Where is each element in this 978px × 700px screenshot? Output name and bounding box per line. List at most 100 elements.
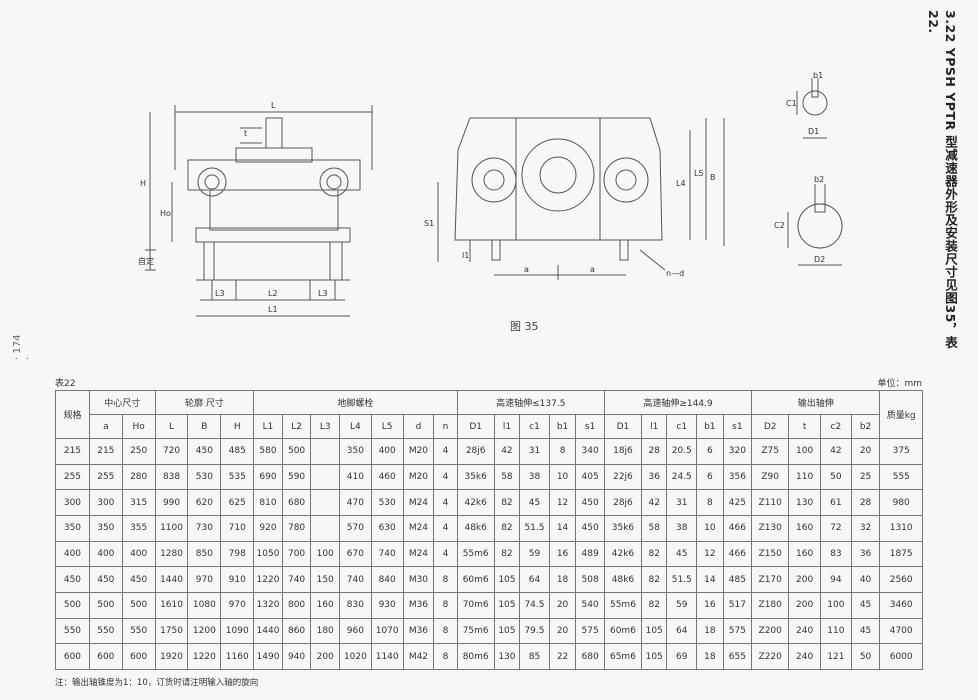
column-header: b1 bbox=[696, 414, 724, 439]
table-label: 表22 bbox=[55, 379, 76, 389]
table-cell: Z75 bbox=[751, 438, 790, 465]
table-cell: 100 bbox=[788, 438, 822, 465]
column-header: L1 bbox=[253, 414, 283, 439]
table-cell: 64 bbox=[666, 617, 698, 645]
table-cell: 12 bbox=[696, 540, 724, 568]
table-cell: 340 bbox=[575, 438, 605, 465]
dim-C2: C2 bbox=[774, 221, 785, 230]
table-cell: 690 bbox=[253, 463, 283, 491]
table-cell: 500 bbox=[121, 591, 156, 619]
table-cell: 355 bbox=[121, 514, 156, 542]
table-cell: 740 bbox=[370, 540, 404, 568]
table-cell: 61 bbox=[820, 489, 852, 516]
table-cell: 12 bbox=[548, 489, 577, 516]
table-cell: 1070 bbox=[370, 617, 404, 645]
spec-cell: 450 bbox=[55, 566, 90, 593]
dim-D2: D2 bbox=[814, 255, 825, 264]
table-cell: 45 bbox=[850, 617, 881, 645]
table-cell: 450 bbox=[121, 566, 156, 593]
spec-cell: 215 bbox=[55, 438, 90, 465]
input-shaft-section bbox=[796, 78, 828, 139]
table-cell: 40 bbox=[850, 566, 881, 593]
front-view bbox=[145, 105, 373, 317]
table-cell: 200 bbox=[310, 643, 340, 670]
dim-B: B bbox=[710, 173, 716, 182]
table-cell: 320 bbox=[722, 438, 753, 465]
column-header: Ho bbox=[121, 414, 156, 439]
table-cell: 500 bbox=[281, 438, 312, 465]
figure-caption: 图 35 bbox=[510, 320, 539, 333]
table-cell: 85 bbox=[519, 643, 550, 670]
table-cell: 630 bbox=[370, 514, 404, 542]
group-out: 输出轴伸 bbox=[751, 390, 881, 415]
table-cell: 800 bbox=[281, 591, 312, 619]
table-cell: 4 bbox=[433, 514, 458, 542]
table-cell: 798 bbox=[220, 540, 255, 568]
table-cell: 8 bbox=[433, 643, 458, 670]
table-cell: 850 bbox=[187, 540, 222, 568]
table-cell: 82 bbox=[640, 566, 668, 593]
table-cell: 740 bbox=[281, 566, 312, 593]
table-cell: 720 bbox=[154, 438, 189, 465]
column-header: L4 bbox=[339, 414, 372, 439]
table-cell: 45 bbox=[666, 540, 698, 568]
table-cell: 250 bbox=[121, 438, 156, 465]
dim-D1: D1 bbox=[808, 127, 819, 136]
table-cell: 1310 bbox=[879, 514, 923, 542]
table-cell: 18 bbox=[696, 643, 724, 670]
dim-S1: S1 bbox=[424, 219, 434, 228]
table-cell: 920 bbox=[253, 514, 283, 542]
table-cell: 42 bbox=[820, 438, 852, 465]
dim-C1: C1 bbox=[786, 99, 797, 108]
table-cell: 24.5 bbox=[666, 463, 698, 491]
table-cell: 42 bbox=[640, 489, 668, 516]
table-cell: 35k6 bbox=[456, 463, 495, 491]
column-header: b2 bbox=[850, 414, 881, 439]
table-cell: 58 bbox=[640, 514, 668, 542]
table-cell: 1440 bbox=[154, 566, 189, 593]
spec-table: 规格 中心尺寸 轮廓 尺寸 地脚螺栓 高速轴伸≤137.5 高速轴伸≥144.9… bbox=[55, 390, 923, 670]
table-cell: 740 bbox=[339, 566, 372, 593]
table-cell: 4 bbox=[433, 463, 458, 491]
table-cell: 680 bbox=[575, 643, 605, 670]
group-foot: 地脚螺栓 bbox=[253, 390, 458, 415]
table-cell: 180 bbox=[310, 617, 340, 645]
table-cell: 1020 bbox=[339, 643, 372, 670]
dim-L3b: L3 bbox=[318, 289, 328, 298]
table-cell: 3460 bbox=[879, 591, 923, 619]
spec-cell: 500 bbox=[55, 591, 90, 619]
table-cell: 425 bbox=[722, 489, 753, 516]
table-cell: 1440 bbox=[253, 617, 283, 645]
table-cell: M20 bbox=[402, 463, 435, 491]
column-header: d bbox=[402, 414, 435, 439]
table-cell: 59 bbox=[666, 591, 698, 619]
table-cell: 1080 bbox=[187, 591, 222, 619]
table-cell: 72 bbox=[820, 514, 852, 542]
table-cell: 470 bbox=[339, 489, 372, 516]
table-cell: 350 bbox=[339, 438, 372, 465]
table-cell: 485 bbox=[722, 566, 753, 593]
table-cell: M24 bbox=[402, 489, 435, 516]
table-cell: 6 bbox=[696, 463, 724, 491]
spec-cell: 255 bbox=[55, 463, 90, 491]
table-cell: 105 bbox=[640, 617, 668, 645]
table-cell: 530 bbox=[187, 463, 222, 491]
table-cell: 48k6 bbox=[456, 514, 495, 542]
table-cell: 625 bbox=[220, 489, 255, 516]
table-cell: 38 bbox=[519, 463, 550, 491]
table-cell: 59 bbox=[519, 540, 550, 568]
table-cell: 710 bbox=[220, 514, 255, 542]
table-cell: 160 bbox=[788, 540, 822, 568]
table-cell: 730 bbox=[187, 514, 222, 542]
column-header: L2 bbox=[281, 414, 312, 439]
output-shaft-section bbox=[787, 184, 843, 266]
table-cell: 1320 bbox=[253, 591, 283, 619]
table-cell: 570 bbox=[339, 514, 372, 542]
column-header: L5 bbox=[370, 414, 404, 439]
table-cell bbox=[310, 438, 340, 465]
table-cell: 20.5 bbox=[666, 438, 698, 465]
table-cell: 970 bbox=[220, 591, 255, 619]
dim-a1: a bbox=[524, 265, 529, 274]
table-cell: 860 bbox=[281, 617, 312, 645]
